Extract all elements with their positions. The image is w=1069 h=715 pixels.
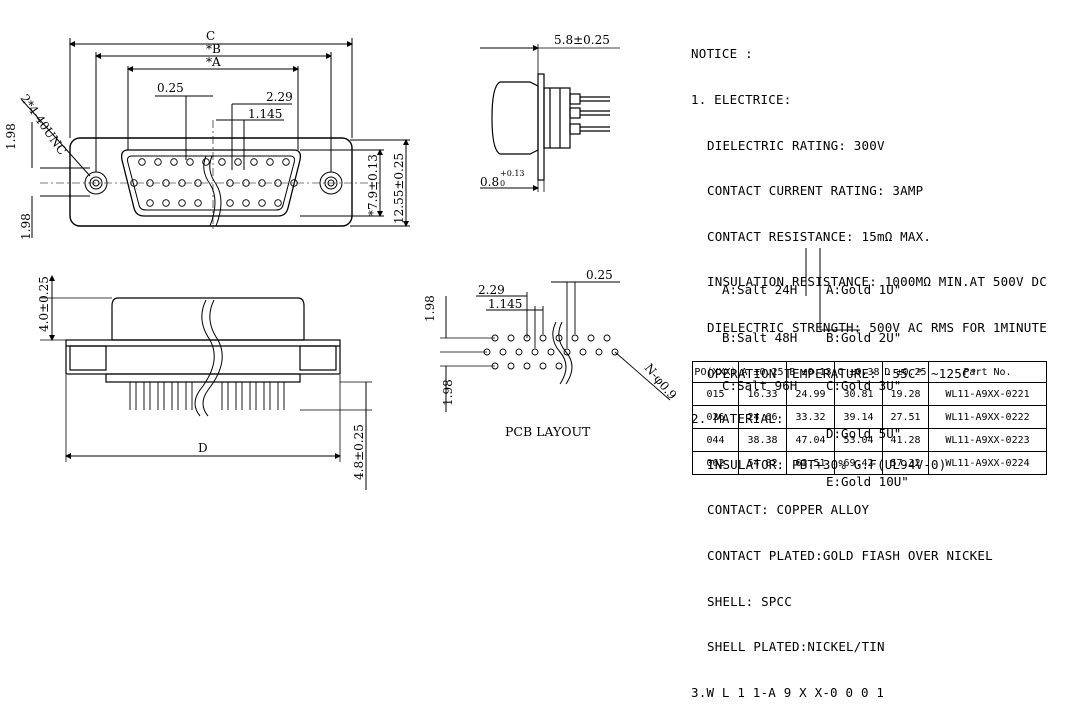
electric-line: DIELECTRIC RATING: 300V [707,137,885,153]
dim-7.9: *7.9±0.13 [366,154,380,216]
table-header: B ±0.13 [786,361,835,383]
table-header: D ±0.25 [882,361,929,383]
table-cell: 27.51 [882,405,929,429]
dimension-table: PO(XXX) A ±0.25 B ±0.13 C ±0.38 D ±0.25 … [692,361,1047,475]
dim-0.25: 0.25 [157,81,184,95]
electric-line: INSULATION RESISTANCE: 1000MΩ MIN.AT 500… [707,274,1047,290]
table-row: 062 54.82 63.51 69.42 57.32 WL11-A9XX-02… [692,451,1047,475]
dim-d: D [198,441,208,455]
pcb-dim-1.145: 1.145 [488,297,522,311]
part-code: 3.W L 1 1-A 9 X X-0 0 0 1 [691,684,885,700]
pcb-dim-1.98-top: 1.98 [423,295,437,322]
electric-line: CONTACT CURRENT RATING: 3AMP [707,183,924,199]
table-cell: 39.14 [834,405,883,429]
dim-1.98-top: 1.98 [4,123,18,150]
table-cell: 24.66 [738,405,787,429]
table-row: 044 38.38 47.04 53.04 41.28 WL11-A9XX-02… [692,428,1047,452]
side-view [480,44,620,192]
thread-note: 2*4-40UNC [18,92,70,158]
table-header: C ±0.38 [834,361,883,383]
front-pin-grid [130,158,298,207]
table-cell: 38.38 [738,428,787,452]
dim-a: *A [206,55,221,69]
table-cell: 53.04 [834,428,883,452]
electric-heading: 1. ELECTRICE: [691,92,792,107]
dim-1.145: 1.145 [248,107,282,121]
d-shell-inner [127,155,295,211]
tol-minus: 0 [500,179,505,188]
gold-option: E:Gold 10U" [826,474,909,489]
salt-option: A:Salt 24H [722,282,798,297]
pcb-dim-1.98-bottom: 1.98 [441,379,455,406]
table-cell: 57.32 [882,451,929,475]
dim-2.29: 2.29 [266,90,293,104]
dim-1.98-bottom: 1.98 [19,213,33,240]
pcb-dim-0.25: 0.25 [586,268,613,282]
shell-flange [69,137,353,227]
salt-option: B:Salt 48H [722,330,798,345]
table-cell: WL11-A9XX-0221 [928,382,1047,406]
technical-drawing: C *B *A 0.25 2.29 1.145 2*4-40UNC 1.98 1… [4,29,860,490]
table-cell: 24.99 [786,382,835,406]
table-cell: 47.04 [786,428,835,452]
table-cell: 16.33 [738,382,787,406]
table-cell: 69.42 [834,451,883,475]
table-header: PO(XXX) [692,361,739,383]
table-header-row: PO(XXX) A ±0.25 B ±0.13 C ±0.38 D ±0.25 … [692,361,1047,383]
option-brackets [805,248,860,331]
dim-12.55: 12.55±0.25 [392,153,406,224]
table-cell: 062 [692,451,739,475]
dim-5.8: 5.8±0.25 [554,33,610,47]
front-view [21,38,410,238]
pcb-layout [440,281,671,412]
table-cell: 63.51 [786,451,835,475]
table-cell: 044 [692,428,739,452]
table-cell: 026 [692,405,739,429]
bottom-view [40,275,372,490]
pcb-dim-2.29: 2.29 [478,283,505,297]
dim-c: C [206,29,215,43]
tol-plus: +0.13 [500,169,525,178]
electric-line: CONTACT RESISTANCE: 15mΩ MAX. [707,228,932,244]
table-cell: WL11-A9XX-0222 [928,405,1047,429]
material-line: CONTACT PLATED:GOLD FIASH OVER NICKEL [707,547,993,563]
dim-4.8: 4.8±0.25 [352,424,366,480]
table-cell: WL11-A9XX-0224 [928,451,1047,475]
dim-4.0: 4.0±0.25 [37,276,51,332]
pcb-hole-note: N-φ0.9 [642,361,680,402]
pcb-hole-grid [483,334,619,370]
d-shell-outer [120,149,302,217]
table-row: 026 24.66 33.32 39.14 27.51 WL11-A9XX-02… [692,405,1047,429]
table-cell: 33.32 [786,405,835,429]
table-cell: 19.28 [882,382,929,406]
dim-b: *B [206,42,221,56]
table-row: 015 16.33 24.99 30.81 19.28 WL11-A9XX-02… [692,382,1047,406]
table-header: Part No. [928,361,1047,383]
gold-option: B:Gold 2U" [826,330,902,345]
table-cell: WL11-A9XX-0223 [928,428,1047,452]
table-cell: 015 [692,382,739,406]
notice-title: NOTICE : [691,46,753,62]
electric-line: DIELECTRIC STRENGTH: 500V AC RMS FOR 1MI… [707,319,1047,335]
gold-option: A:Gold 1U" [826,282,902,297]
table-cell: 30.81 [834,382,883,406]
dim-0.8: 0.8 [480,175,499,189]
table-header: A ±0.25 [738,361,787,383]
pcb-layout-label: PCB LAYOUT [505,424,591,439]
table-cell: 54.82 [738,451,787,475]
material-line: SHELL PLATED:NICKEL/TIN [707,639,885,655]
material-line: SHELL: SPCC [707,593,792,609]
table-cell: 41.28 [882,428,929,452]
